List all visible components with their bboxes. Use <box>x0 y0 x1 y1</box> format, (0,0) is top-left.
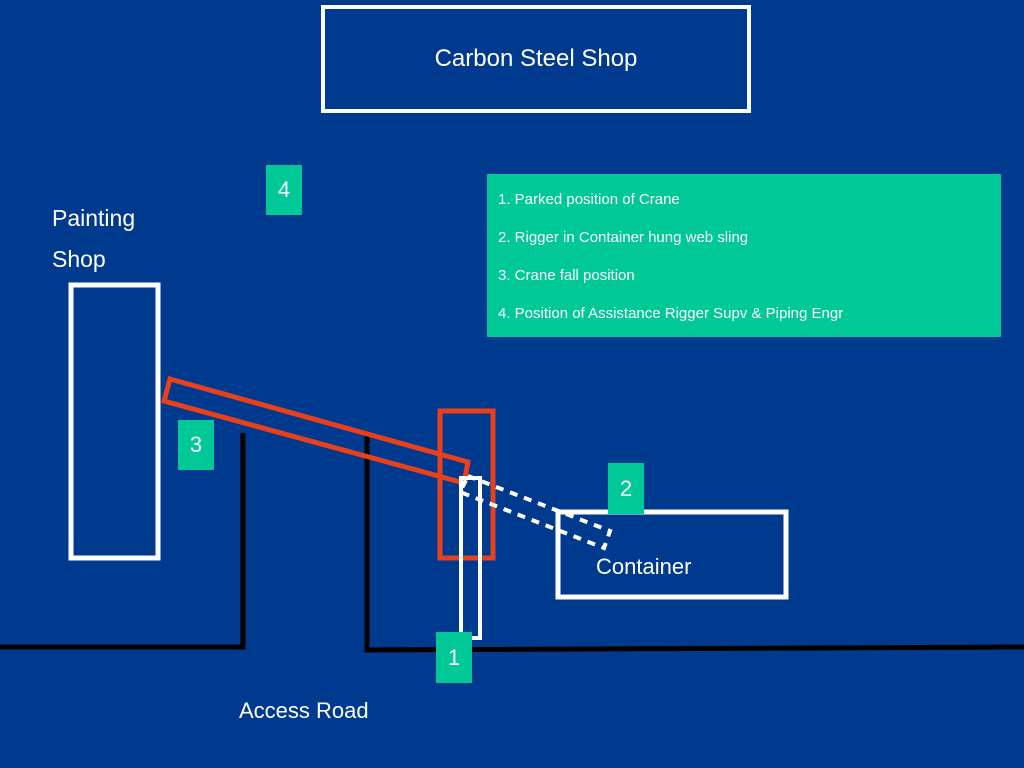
access-road-left-edge <box>0 433 246 650</box>
legend-item-1: 1. Parked position of Crane <box>498 191 680 208</box>
access-road-label: Access Road <box>239 698 369 723</box>
legend-box: 1. Parked position of Crane 2. Rigger in… <box>487 174 1001 337</box>
painting-shop-label: Painting Shop <box>52 198 135 280</box>
painting-shop-label-line2: Shop <box>52 246 106 272</box>
painting-shop-building <box>68 282 161 561</box>
container-label: Container <box>596 554 692 579</box>
access-road-right-edge <box>364 436 1024 653</box>
painting-shop-label-line1: Painting <box>52 205 136 231</box>
legend-item-2: 2. Rigger in Container hung web sling <box>498 229 749 246</box>
carbon-steel-shop-label: Carbon Steel Shop <box>434 45 638 72</box>
marker-3: 3 <box>178 420 214 470</box>
legend-item-3: 3. Crane fall position <box>498 267 635 284</box>
crane-body-fall-position <box>437 408 496 561</box>
web-sling-dashed <box>457 473 613 551</box>
marker-1: 1 <box>436 632 472 683</box>
carbon-steel-shop-box: Carbon Steel Shop <box>321 5 751 113</box>
legend-item-4: 4. Position of Assistance Rigger Supv & … <box>498 305 844 322</box>
marker-2: 2 <box>608 463 644 514</box>
marker-4: 4 <box>266 165 302 215</box>
container-outline <box>555 509 789 600</box>
